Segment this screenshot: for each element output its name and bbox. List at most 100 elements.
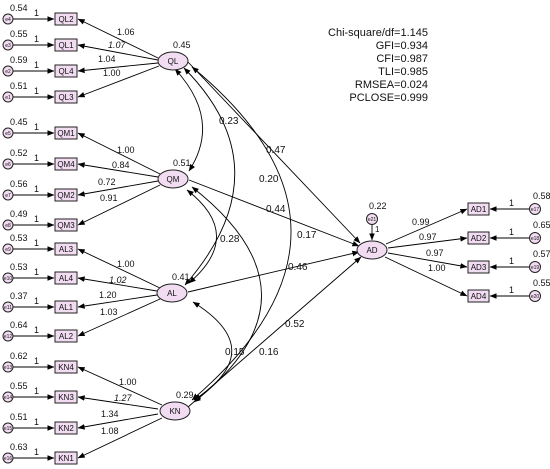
indicator-label: KN3: [58, 393, 74, 402]
error-variance: 0.55: [10, 29, 28, 39]
error-weight: 1: [34, 34, 39, 44]
loading-value: 0.99: [412, 217, 430, 227]
latent-label: AD: [366, 246, 377, 255]
error-node-e17: [529, 203, 541, 215]
error-node-e16: [2, 452, 14, 464]
error-node-e19: [529, 261, 541, 273]
loading-line: [77, 366, 163, 406]
error-label: e6: [5, 162, 11, 168]
indicator-label: AD3: [471, 263, 487, 272]
indicator-label: KN2: [58, 424, 74, 433]
error-variance: 0.52: [10, 148, 28, 158]
indicator-label: KN4: [58, 363, 74, 372]
cov-arc-ql-kn: [191, 66, 292, 401]
cov-value: 0.23: [219, 116, 239, 127]
loading-value: 0.97: [419, 232, 437, 242]
loading-value: 1.27: [114, 393, 133, 403]
indicator-label: AD2: [471, 234, 487, 243]
error-weight: 1: [34, 60, 39, 70]
error-node-e15: [2, 422, 14, 434]
cov-value: 0.16: [259, 347, 279, 358]
loading-line: [77, 62, 159, 74]
fit-rmsea: RMSEA=0.024: [355, 79, 428, 91]
error-label: e21: [368, 217, 377, 223]
loading-value: 1.00: [119, 377, 137, 387]
error-node-e12: [2, 330, 14, 342]
loading-line: [77, 248, 161, 289]
structural-paths: 0.47 0.44 0.46 0.52: [187, 61, 362, 408]
error-variance: 0.51: [10, 412, 28, 422]
error-variance: 0.45: [10, 117, 28, 127]
error-label: e18: [531, 236, 540, 242]
error-weight: 1: [34, 417, 39, 427]
covariance-arcs: [174, 66, 292, 403]
error-node-e9: [2, 243, 14, 255]
error-label: e14: [4, 395, 13, 401]
error-weight: 1: [34, 8, 39, 18]
loading-value: 1.34: [101, 409, 119, 419]
indicator-box-AD1: [467, 202, 490, 216]
path-value: 0.52: [285, 319, 305, 330]
error-weight: 1: [34, 214, 39, 224]
error-variance: 0.55: [533, 278, 550, 288]
cov-value: 0.28: [220, 234, 240, 245]
ad-disturbance: e21 1: [366, 213, 380, 241]
loading-line: [77, 65, 160, 98]
latent-r2: 0.51: [173, 158, 191, 168]
loading-value: 1.00: [117, 259, 135, 269]
error-variance: 0.63: [10, 442, 28, 452]
indicator-label: QL1: [58, 41, 74, 50]
error-weight: 1: [34, 184, 39, 194]
loading-line: [77, 180, 159, 197]
error-node-e4: [2, 13, 14, 25]
indicator-box-AL2: [54, 329, 78, 343]
loading-value: 1.08: [101, 426, 119, 436]
error-weight: 1: [34, 238, 39, 248]
error-label: e10: [4, 276, 13, 282]
loading-value: 0.97: [426, 248, 444, 258]
loading-value: 1.02: [109, 275, 127, 285]
measurement-ql: e4 0.54 1 QL2 1.06 e3 0.55 1 QL1 1.07 e2…: [2, 3, 160, 104]
indicator-label: QM4: [57, 160, 75, 169]
error-label: e5: [5, 131, 11, 137]
error-node-e20: [529, 290, 541, 302]
error-node-e11: [2, 301, 14, 313]
measurement-ad: 0.99 0.97 0.97 1.00 AD1 AD2 AD3 AD4 1 1 …: [384, 191, 550, 303]
loading-value: 0.91: [100, 193, 118, 203]
indicator-box-KN4: [54, 360, 78, 374]
latent-r2: 0.29: [176, 390, 194, 400]
indicator-label: QL2: [58, 15, 74, 24]
fit-chisq: Chi-square/df=1.145: [328, 27, 428, 39]
loading-line: [77, 18, 159, 59]
error-variance: 0.55: [10, 381, 28, 391]
error-label: e7: [5, 193, 11, 199]
error-weight: 1: [34, 386, 39, 396]
indicator-box-QL1: [54, 38, 78, 52]
error-node-e1: [2, 91, 14, 103]
loading-line: [387, 252, 468, 269]
indicator-box-AD3: [467, 260, 490, 274]
latent-node-AL: [156, 283, 188, 303]
error-variance: 0.53: [10, 233, 28, 243]
cov-arc-qm-kn: [191, 186, 262, 403]
error-label: e4: [5, 17, 11, 23]
error-weight: 1: [34, 153, 39, 163]
loading-line: [77, 395, 159, 410]
latent-node-KN: [159, 401, 191, 421]
indicator-label: QM3: [57, 221, 75, 230]
error-variance: 0.56: [10, 179, 28, 189]
error-node-e21: [366, 213, 378, 225]
indicator-box-KN2: [54, 421, 78, 435]
error-weight: 1: [509, 227, 514, 237]
error-node-e8: [2, 219, 14, 231]
error-variance: 0.49: [10, 209, 28, 219]
loading-value: 1.00: [117, 145, 135, 155]
measurement-kn: e13 0.62 1 KN4 1.00 e14 0.55 1 KN3 1.27 …: [2, 351, 163, 465]
error-weight: 1: [34, 296, 39, 306]
cov-value: 0.17: [297, 230, 317, 241]
error-weight: 1: [34, 267, 39, 277]
loading-value: 0.84: [112, 160, 130, 170]
error-label: e3: [5, 43, 11, 49]
indicator-box-KN1: [54, 451, 78, 465]
